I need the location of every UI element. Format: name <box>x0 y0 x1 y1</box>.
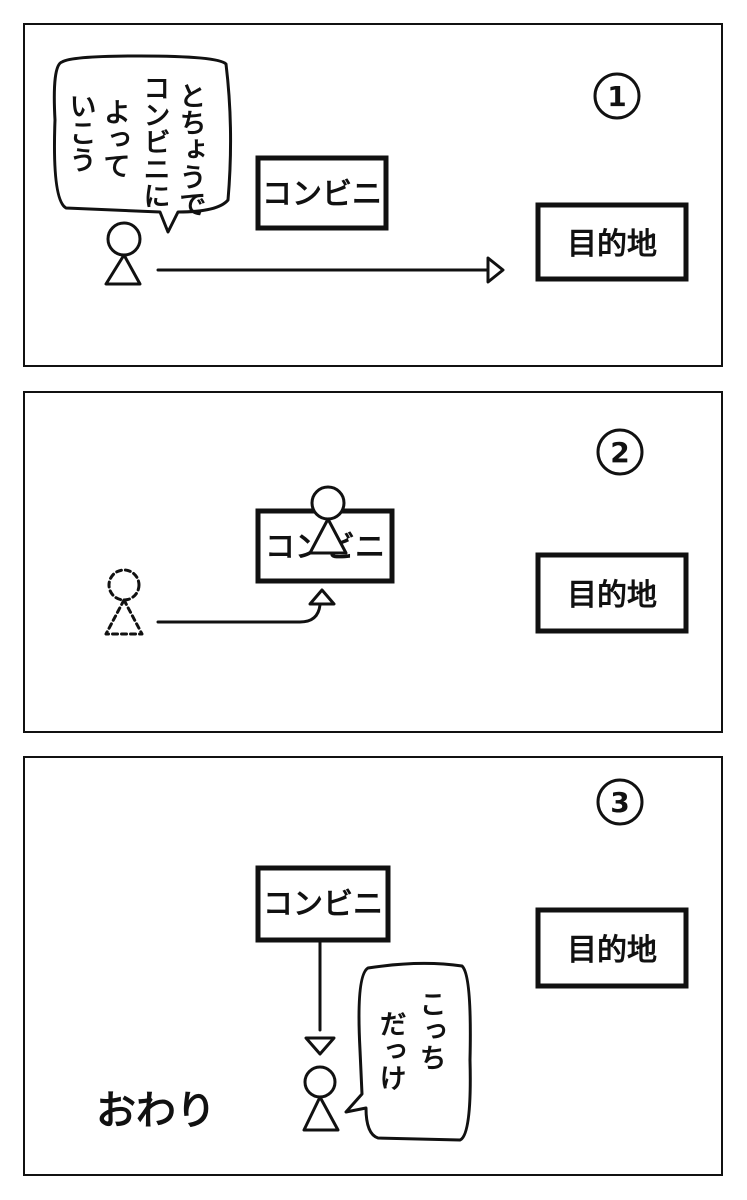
panel-2-person <box>308 485 348 555</box>
panel-3-number-text: 3 <box>610 786 629 819</box>
panel-1-store-label: コンビニ <box>262 177 382 212</box>
panel-1-store-box: コンビニ <box>255 155 389 231</box>
speech-col-2: コンビニに <box>139 74 170 209</box>
speech-col-1: とちょうで <box>175 82 206 217</box>
panel-1-number-text: 1 <box>607 80 626 113</box>
panel-3-person <box>302 1065 340 1132</box>
panel-1-person <box>104 221 142 286</box>
panel-3-store-box: コンビニ <box>255 865 391 943</box>
panel-2-ghost-person <box>104 568 144 636</box>
panel-2-number: 2 <box>596 428 644 476</box>
panel-2-arrow <box>156 588 336 624</box>
panel-1: 1 とちょうで コンビニに よって いこう コンビニ 目的地 <box>23 23 723 367</box>
panel-3-destination-box: 目的地 <box>535 907 689 989</box>
panel-1-speech-bubble: とちょうで コンビニに よって いこう <box>52 54 233 234</box>
panel-3: 3 コンビニ 目的地 こっち だっけ おわり <box>23 756 723 1176</box>
panel-3-speech-bubble: こっち だっけ <box>344 961 472 1142</box>
ending-text: おわり <box>96 1088 216 1134</box>
panel-1-destination-box: 目的地 <box>535 202 689 282</box>
panel-3-speech-col-2: だっけ <box>375 1010 406 1091</box>
speech-col-4: いこう <box>65 92 96 173</box>
panel-2-number-text: 2 <box>610 436 629 469</box>
panel-1-number: 1 <box>593 72 641 120</box>
panel-3-store-label: コンビニ <box>263 887 383 922</box>
panel-3-destination-label: 目的地 <box>567 933 657 968</box>
panel-1-destination-label: 目的地 <box>567 227 657 262</box>
panel-2-destination-box: 目的地 <box>535 552 689 634</box>
panel-3-speech-col-1: こっち <box>415 990 446 1071</box>
panel-2-destination-label: 目的地 <box>567 578 657 613</box>
panel-3-number: 3 <box>596 778 644 826</box>
panel-3-arrow <box>304 940 336 1056</box>
speech-col-3: よって <box>99 98 130 179</box>
panel-1-arrow <box>156 256 505 284</box>
panel-2: 2 コンビニ 目的地 <box>23 391 723 733</box>
